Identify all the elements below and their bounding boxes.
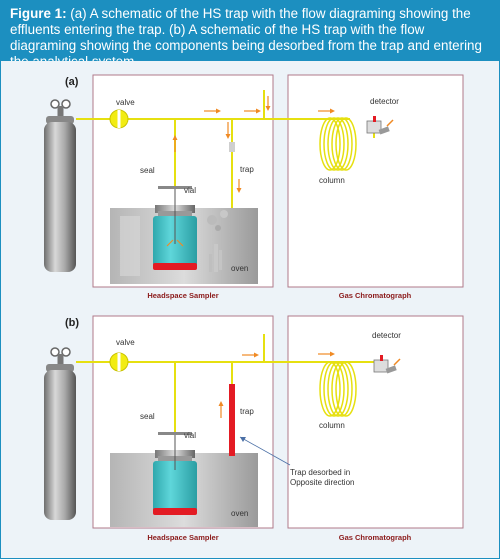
detector-icon-a xyxy=(366,116,394,135)
column-coil-a xyxy=(319,117,357,171)
label-valve-b: valve xyxy=(116,338,135,347)
gas-chromatograph-title-b: Gas Chromatograph xyxy=(339,533,412,542)
label-detector-b: detector xyxy=(372,331,401,340)
valve-icon xyxy=(109,352,129,372)
label-column-b: column xyxy=(319,421,345,430)
headspace-sampler-title-b: Headspace Sampler xyxy=(147,533,218,542)
label-seal-b: seal xyxy=(140,412,155,421)
label-oven-a: oven xyxy=(231,264,248,273)
vial-icon xyxy=(153,186,197,270)
label-vial-a: vial xyxy=(184,186,196,195)
label-trap-b: trap xyxy=(240,407,254,416)
flow-arrows-b xyxy=(218,351,335,418)
label-column-a: column xyxy=(319,176,345,185)
trap-a xyxy=(229,142,235,152)
gas-chromatograph-title-a: Gas Chromatograph xyxy=(339,291,412,300)
detector-icon-b xyxy=(373,355,401,374)
column-coil-b xyxy=(319,361,357,417)
gas-cylinder-icon xyxy=(44,99,76,272)
gas-chromatograph-box-a xyxy=(287,74,464,288)
note-pointer-head xyxy=(240,437,246,442)
needle-arrows-a xyxy=(166,239,184,247)
note-line1: Trap desorbed in xyxy=(290,468,350,477)
note-line2: Opposite direction xyxy=(290,478,354,487)
label-valve-a: valve xyxy=(116,98,135,107)
gas-chromatograph-box-b xyxy=(287,315,464,529)
vial-icon xyxy=(153,432,197,515)
headspace-sampler-title-a: Headspace Sampler xyxy=(147,291,218,300)
gas-cylinder-icon xyxy=(44,347,76,520)
note-pointer-line xyxy=(239,436,291,466)
label-oven-b: oven xyxy=(231,509,248,518)
label-detector-a: detector xyxy=(370,97,399,106)
panel-a: (a) valve xyxy=(44,74,464,300)
figure-label: Figure 1: xyxy=(10,6,67,21)
label-trap-a: trap xyxy=(240,165,254,174)
valve-icon xyxy=(109,109,129,129)
panel-b: (b) valve xyxy=(44,315,464,542)
panel-b-tag: (b) xyxy=(65,317,79,329)
flow-arrows-a xyxy=(172,96,335,193)
trap-b xyxy=(229,384,235,456)
label-vial-b: vial xyxy=(184,431,196,440)
label-seal-a: seal xyxy=(140,166,155,175)
panel-a-tag: (a) xyxy=(65,76,79,88)
